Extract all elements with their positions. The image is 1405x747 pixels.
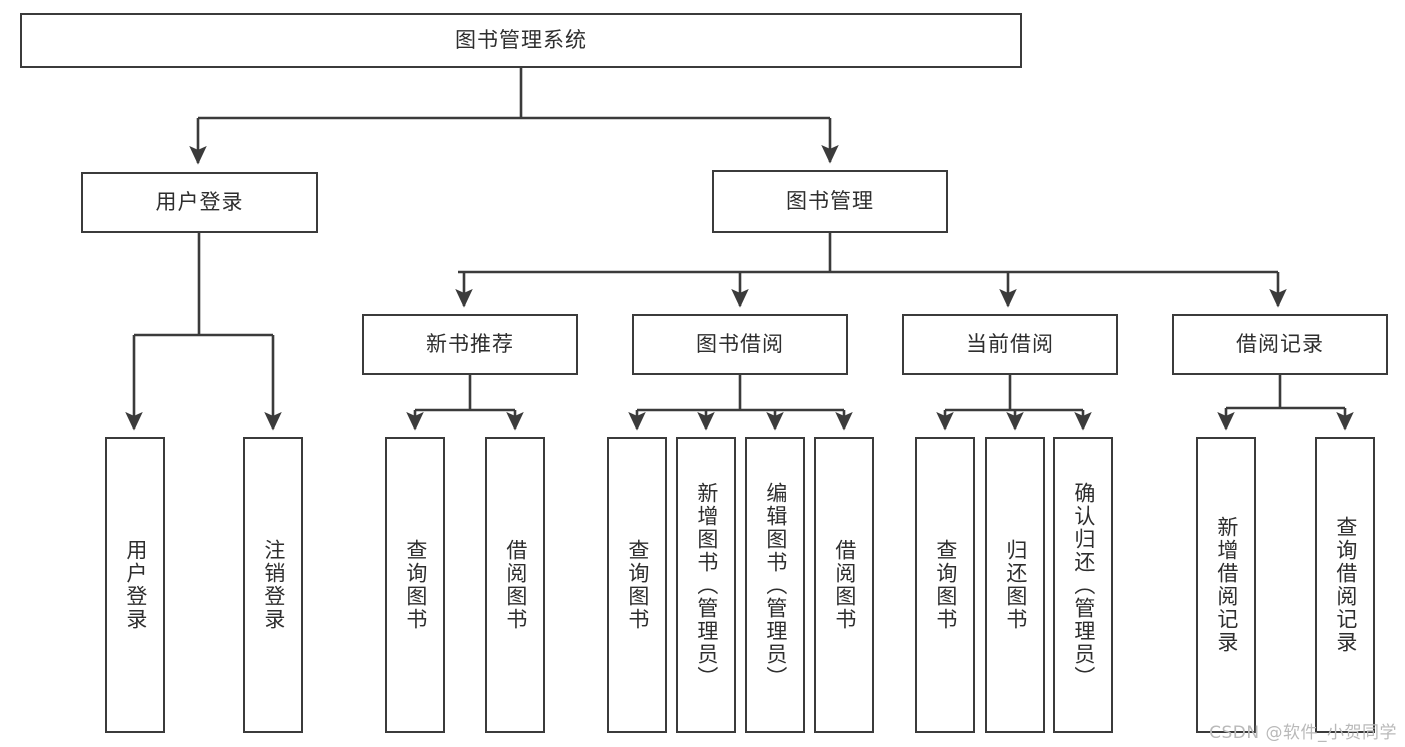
- node-book-manage-label: 图书管理: [786, 189, 874, 214]
- leaf-node-borrow-book-1[interactable]: 借阅图书: [485, 437, 545, 733]
- node-new-book-recommend[interactable]: 新书推荐: [362, 314, 578, 375]
- leaf-node-user-login[interactable]: 用户登录: [105, 437, 165, 733]
- leaf-node-return-book[interactable]: 归还图书: [985, 437, 1045, 733]
- leaf-label: 新增图书（管理员）: [694, 481, 719, 689]
- leaf-node-query-record[interactable]: 查询借阅记录: [1315, 437, 1375, 733]
- node-book-borrow[interactable]: 图书借阅: [632, 314, 848, 375]
- leaf-label: 借阅图书: [832, 539, 857, 631]
- leaf-label: 新增借阅记录: [1214, 516, 1239, 654]
- node-new-book-recommend-label: 新书推荐: [426, 332, 514, 357]
- leaf-label: 借阅图书: [503, 539, 528, 631]
- leaf-node-add-record[interactable]: 新增借阅记录: [1196, 437, 1256, 733]
- node-root[interactable]: 图书管理系统: [20, 13, 1022, 68]
- leaf-label: 注销登录: [261, 539, 286, 631]
- node-book-borrow-label: 图书借阅: [696, 332, 784, 357]
- leaf-label: 编辑图书（管理员）: [763, 481, 788, 689]
- leaf-node-add-book[interactable]: 新增图书（管理员）: [676, 437, 736, 733]
- node-borrow-record[interactable]: 借阅记录: [1172, 314, 1388, 375]
- leaf-label: 查询图书: [403, 539, 428, 631]
- node-root-label: 图书管理系统: [455, 28, 587, 53]
- node-borrow-record-label: 借阅记录: [1236, 332, 1324, 357]
- leaf-node-edit-book[interactable]: 编辑图书（管理员）: [745, 437, 805, 733]
- leaf-node-confirm-return[interactable]: 确认归还（管理员）: [1053, 437, 1113, 733]
- leaf-label: 用户登录: [123, 539, 148, 631]
- node-user-login[interactable]: 用户登录: [81, 172, 318, 233]
- leaf-label: 查询借阅记录: [1333, 516, 1358, 654]
- leaf-label: 查询图书: [933, 539, 958, 631]
- leaf-node-logout[interactable]: 注销登录: [243, 437, 303, 733]
- leaf-label: 归还图书: [1003, 539, 1028, 631]
- node-current-borrow[interactable]: 当前借阅: [902, 314, 1118, 375]
- node-user-login-label: 用户登录: [155, 190, 244, 215]
- leaf-node-borrow-book-2[interactable]: 借阅图书: [814, 437, 874, 733]
- leaf-node-query-book-1[interactable]: 查询图书: [385, 437, 445, 733]
- node-current-borrow-label: 当前借阅: [966, 332, 1054, 357]
- leaf-label: 确认归还（管理员）: [1071, 481, 1096, 689]
- leaf-label: 查询图书: [625, 539, 650, 631]
- node-book-manage[interactable]: 图书管理: [712, 170, 948, 233]
- leaf-node-query-book-3[interactable]: 查询图书: [915, 437, 975, 733]
- leaf-node-query-book-2[interactable]: 查询图书: [607, 437, 667, 733]
